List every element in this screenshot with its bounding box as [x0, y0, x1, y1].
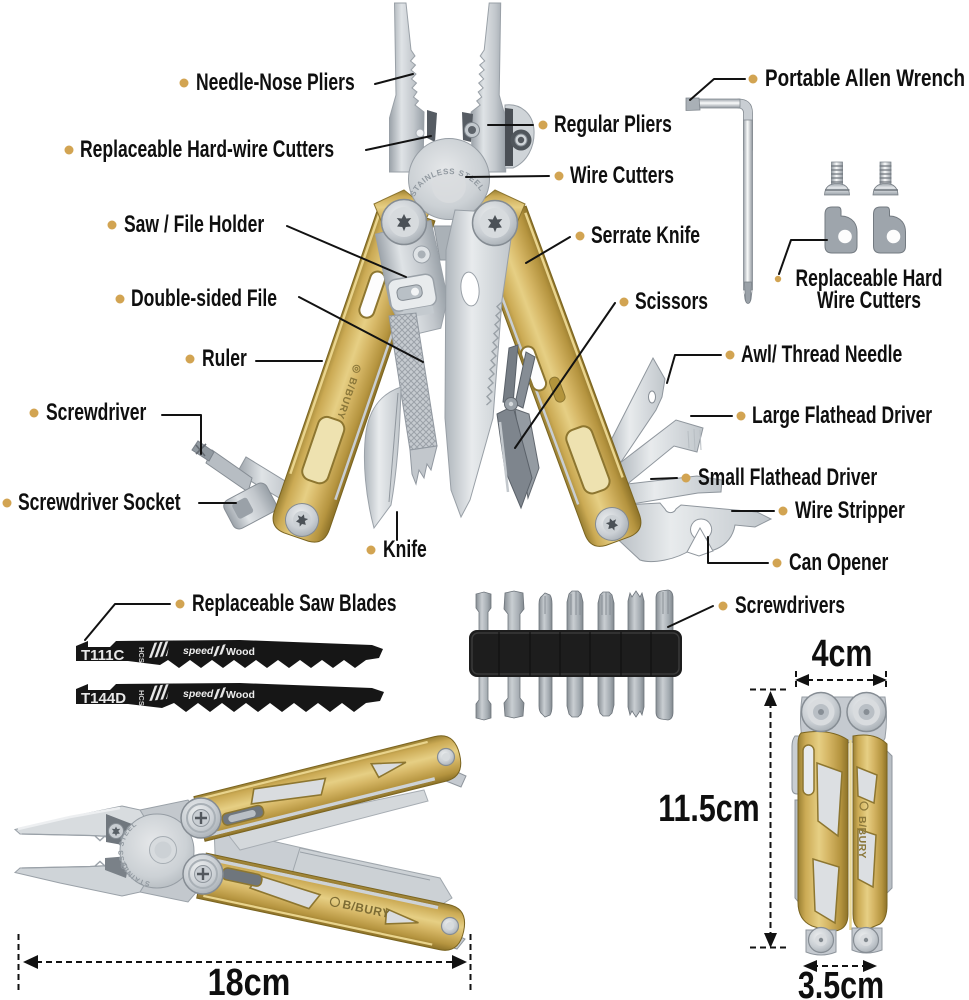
svg-text:speed: speed: [183, 645, 214, 657]
svg-text:Wood: Wood: [226, 689, 255, 701]
svg-text:HCS: HCS: [137, 647, 146, 663]
svg-text:T144D: T144D: [81, 690, 126, 707]
svg-text:Wood: Wood: [226, 646, 255, 658]
svg-text:speed: speed: [183, 688, 214, 700]
svg-text:B/BURY: B/BURY: [856, 816, 868, 859]
svg-text:HCS: HCS: [137, 690, 146, 706]
svg-text:T111C: T111C: [81, 647, 125, 664]
